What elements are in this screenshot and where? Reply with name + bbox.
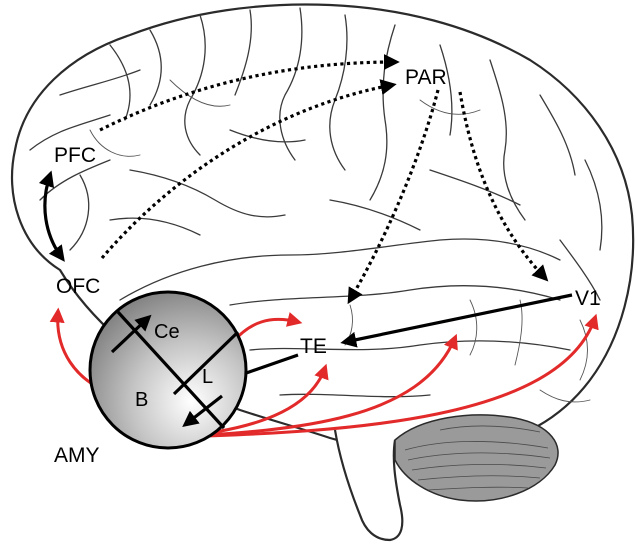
cerebellum-folia [404, 425, 551, 491]
dotted-arrow-ofc-par [100, 79, 397, 260]
arrow-pfc-ofc [38, 170, 65, 262]
label-l: L [202, 366, 213, 388]
label-par: PAR [405, 66, 447, 89]
arrow-b-ce [110, 314, 152, 354]
region-labels: PFC OFC PAR TE V1 AMY Ce L B [54, 66, 601, 467]
dotted-projections [99, 54, 549, 305]
brain-gyri [29, 7, 603, 403]
amygdala-division-2 [172, 330, 240, 396]
label-ce: Ce [154, 321, 180, 343]
arrow-v1-te [340, 293, 573, 348]
dotted-arrow-par-te [347, 89, 440, 305]
label-pfc: PFC [54, 144, 96, 167]
red-arrow-amy-v1 [174, 313, 599, 439]
label-v1: V1 [575, 287, 601, 310]
arrow-l-b [182, 394, 223, 427]
dotted-arrow-par-v1 [458, 91, 549, 282]
label-b: B [135, 389, 148, 411]
cerebellum [394, 414, 559, 502]
brainstem [333, 429, 404, 542]
label-ofc: OFC [56, 275, 100, 298]
label-te: TE [300, 335, 327, 358]
label-amy: AMY [54, 444, 100, 467]
amygdala-inset [88, 290, 248, 450]
dotted-arrow-pfc-par [99, 54, 400, 132]
